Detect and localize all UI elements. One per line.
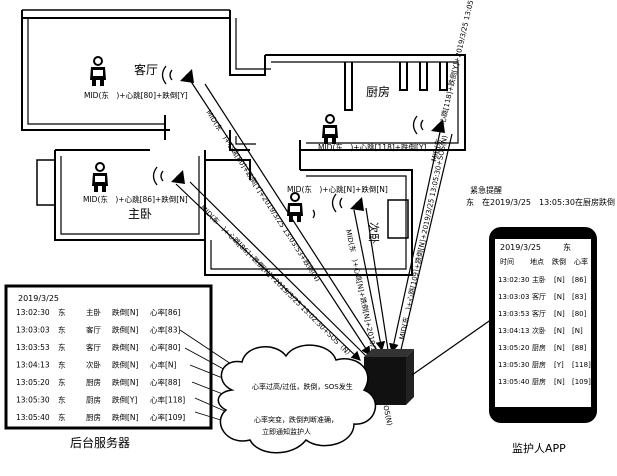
server-row-hr: 心率[109] (150, 412, 185, 422)
app-row-fall: [N] (554, 327, 565, 335)
app-header-cell: 心率 (574, 257, 588, 266)
server-row-hr: 心率[86] (150, 307, 180, 317)
app-row-time: 13:05:30 (498, 361, 529, 369)
server-row-name: 东 (58, 307, 73, 317)
app-row-room: 次卧 (532, 326, 546, 335)
server-row-fall: 跌倒[N] (112, 412, 139, 422)
server-row-room: 次卧 (86, 360, 101, 370)
server-row-hr: 心率[118] (150, 395, 185, 405)
app-row-time: 13:05:40 (498, 378, 529, 386)
app-date: 2019/3/25 (500, 243, 541, 252)
app-row-hr: [80] (572, 310, 587, 318)
server-row-time: 13:05:40 (16, 413, 50, 422)
server-row-time: 13:04:13 (16, 361, 50, 370)
server-caption: 后台服务器 (70, 435, 130, 450)
app-name: 东 (563, 242, 571, 252)
server-row-hr: 心率[N] (150, 360, 177, 370)
server-row-name: 东 (58, 342, 73, 352)
app-row-room: 厨房 (532, 360, 546, 369)
app-row-fall: [N] (554, 378, 565, 386)
person-icon-second (287, 192, 303, 222)
server-row-time: 13:05:20 (16, 378, 50, 387)
server-row-room: 厨房 (86, 412, 101, 422)
server-row-hr: 心率[88] (150, 377, 180, 387)
server-row-fall: 跌倒[N] (112, 360, 139, 370)
app-row-fall: [Y] (554, 361, 564, 369)
server-row-fall: 跌倒[Y] (112, 395, 138, 405)
server-row-room: 客厅 (86, 342, 101, 352)
server-row-hr: 心率[80] (150, 342, 180, 352)
server-row-fall: 跌倒[N] (112, 342, 139, 352)
server-row-room: 厨房 (86, 377, 101, 387)
sensor-label-second: MID(东 )+心跳[N]+跌倒[N] (287, 184, 388, 194)
app-row-room: 客厅 (532, 309, 546, 318)
person-icon-master (92, 162, 108, 192)
app-row-room: 厨房 (532, 377, 546, 386)
sensor-label-living: MID(东 )+心跳[80]+跌倒[Y] (84, 90, 188, 100)
sensor-icon-second (350, 197, 364, 211)
sensor-icon-master (171, 170, 185, 184)
alert-title: 紧急提醒 (470, 185, 502, 195)
server-row-fall: 跌倒[N] (112, 377, 139, 387)
server-row-room: 客厅 (86, 325, 101, 335)
app-row-fall: [N] (554, 293, 565, 301)
server-date: 2019/3/25 (18, 294, 59, 303)
app-row-time: 13:05:20 (498, 344, 529, 352)
server-row-fall: 跌倒[N] (112, 325, 139, 335)
app-row-hr: [N] (572, 327, 583, 335)
server-row-time: 13:03:03 (16, 326, 50, 335)
cloud-line-3: 立即通知监护人 (262, 427, 311, 436)
sensor-icon-living (180, 69, 194, 83)
sensor-label-master: MID(东 )+心跳[86]+跌倒[N] (83, 194, 188, 204)
app-row-hr: [109] (572, 378, 591, 386)
app-row-time: 13:04:13 (498, 327, 529, 335)
server-row-time: 13:03:53 (16, 343, 50, 352)
server-row-name: 东 (58, 360, 73, 370)
app-row-fall: [N] (554, 344, 565, 352)
app-row-hr: [118] (572, 361, 591, 369)
alert-line: 东 在2019/3/25 13:05:30在厨房跌倒 (466, 197, 615, 207)
room-label-master: 主卧 (128, 207, 152, 221)
cloud-processing: 心率过高/过低，跌倒，SOS发生 心率突变，跌倒判断准确， 立即通知监护人 (218, 345, 375, 453)
guardian-app-phone: 2019/3/25 东 时间 地点跌倒心率 13:02:30主卧 [N] [86] 13… (489, 227, 597, 455)
app-row-time: 13:03:03 (498, 293, 529, 301)
app-row-room: 厨房 (532, 343, 546, 352)
person-icon-kitchen (322, 114, 338, 144)
app-row-room: 主卧 (532, 275, 546, 284)
cloud-line-1: 心率过高/过低，跌倒，SOS发生 (252, 382, 353, 391)
app-row-fall: [N] (554, 276, 565, 284)
app-row-time: 13:02:30 (498, 276, 529, 284)
server-row-room: 厨房 (86, 395, 101, 405)
server-row-fall: 跌倒[N] (112, 307, 139, 317)
app-header-cell: 跌倒 (552, 257, 566, 266)
server-row-name: 东 (58, 377, 73, 387)
app-row-hr: [88] (572, 344, 587, 352)
app-caption: 监护人APP (512, 441, 566, 455)
person-icon-living (90, 56, 106, 86)
app-row-hr: [83] (572, 293, 587, 301)
app-header-cell: 时间 (500, 257, 514, 266)
server-row-name: 东 (58, 325, 73, 335)
server-row-name: 东 (58, 412, 73, 422)
sensor-label-kitchen: MID(东 )+心跳[118]+跌倒[Y] (318, 142, 427, 152)
cloud-line-2: 心率突变，跌倒判断准确， (254, 415, 338, 424)
server-row-room: 主卧 (86, 307, 101, 317)
app-row-hr: [86] (572, 276, 587, 284)
server-row-hr: 心率[83] (150, 325, 180, 335)
app-header-cell: 地点 (530, 257, 544, 266)
room-label-living: 客厅 (134, 62, 158, 77)
app-row-room: 客厅 (532, 292, 546, 301)
server-row-time: 13:05:30 (16, 396, 50, 405)
room-label-kitchen: 厨房 (366, 84, 390, 99)
server-panel: 2019/3/25 13:02:30东 主卧跌倒[N]心率[86]13:03:0… (6, 286, 211, 450)
beam-label-living: MID(东 )+心跳[80]+跌倒[Y]+2019/3/25 13:03:53+… (204, 108, 322, 283)
app-row-fall: [N] (554, 310, 565, 318)
server-row-name: 东 (58, 395, 73, 405)
server-row-time: 13:02:30 (16, 308, 50, 317)
app-row-time: 13:03:53 (498, 310, 529, 318)
